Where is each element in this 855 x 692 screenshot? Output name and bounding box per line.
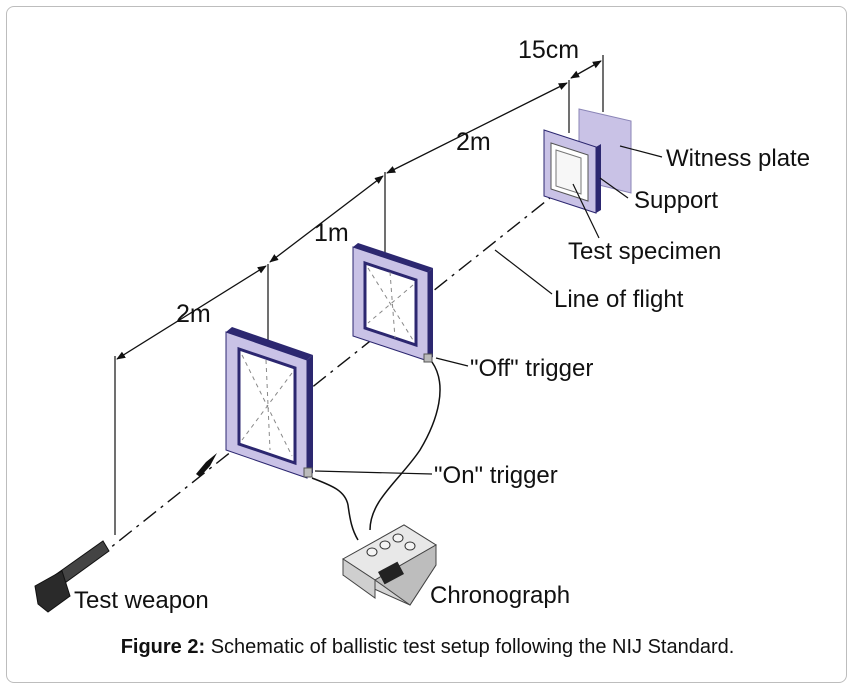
caption-text: Schematic of ballistic test setup follow…	[205, 636, 735, 658]
label-line-of-flight: Line of flight	[554, 286, 684, 313]
dimension-line-2m-far	[386, 82, 568, 174]
cables	[311, 361, 441, 541]
ballistic-setup-diagram: 2m 1m 2m 15cm Witness plate Support Test…	[34, 36, 810, 614]
label-support: Support	[634, 187, 718, 214]
off-trigger-sensor	[423, 353, 433, 363]
dimension-line-15cm	[570, 60, 602, 79]
dimension-2m-near: 2m	[176, 300, 211, 328]
dimension-lines	[116, 60, 602, 360]
extension-lines	[114, 55, 604, 535]
label-off-trigger: "Off" trigger	[470, 355, 593, 382]
label-on-trigger: "On" trigger	[434, 462, 558, 489]
leader-lines	[314, 145, 663, 475]
label-test-weapon: Test weapon	[74, 587, 209, 614]
dimension-15cm: 15cm	[518, 36, 579, 64]
test-specimen	[555, 149, 582, 195]
on-trigger-frame	[225, 327, 313, 479]
bullet	[196, 453, 217, 477]
dimension-1m: 1m	[314, 219, 349, 247]
dimension-line-1m	[269, 175, 384, 263]
label-chronograph: Chronograph	[430, 582, 570, 609]
dimension-line-2m-near	[116, 265, 267, 360]
dimension-2m-far: 2m	[456, 128, 491, 156]
off-trigger-frame	[352, 243, 433, 363]
chronograph	[342, 524, 437, 606]
caption-prefix: Figure 2:	[120, 636, 206, 658]
figure-caption: Figure 2: Schematic of ballistic test se…	[0, 636, 855, 659]
test-weapon	[34, 540, 110, 613]
label-witness-plate: Witness plate	[666, 145, 810, 172]
on-trigger-sensor	[303, 467, 313, 478]
line-of-flight	[94, 189, 561, 561]
label-test-specimen: Test specimen	[568, 238, 721, 265]
